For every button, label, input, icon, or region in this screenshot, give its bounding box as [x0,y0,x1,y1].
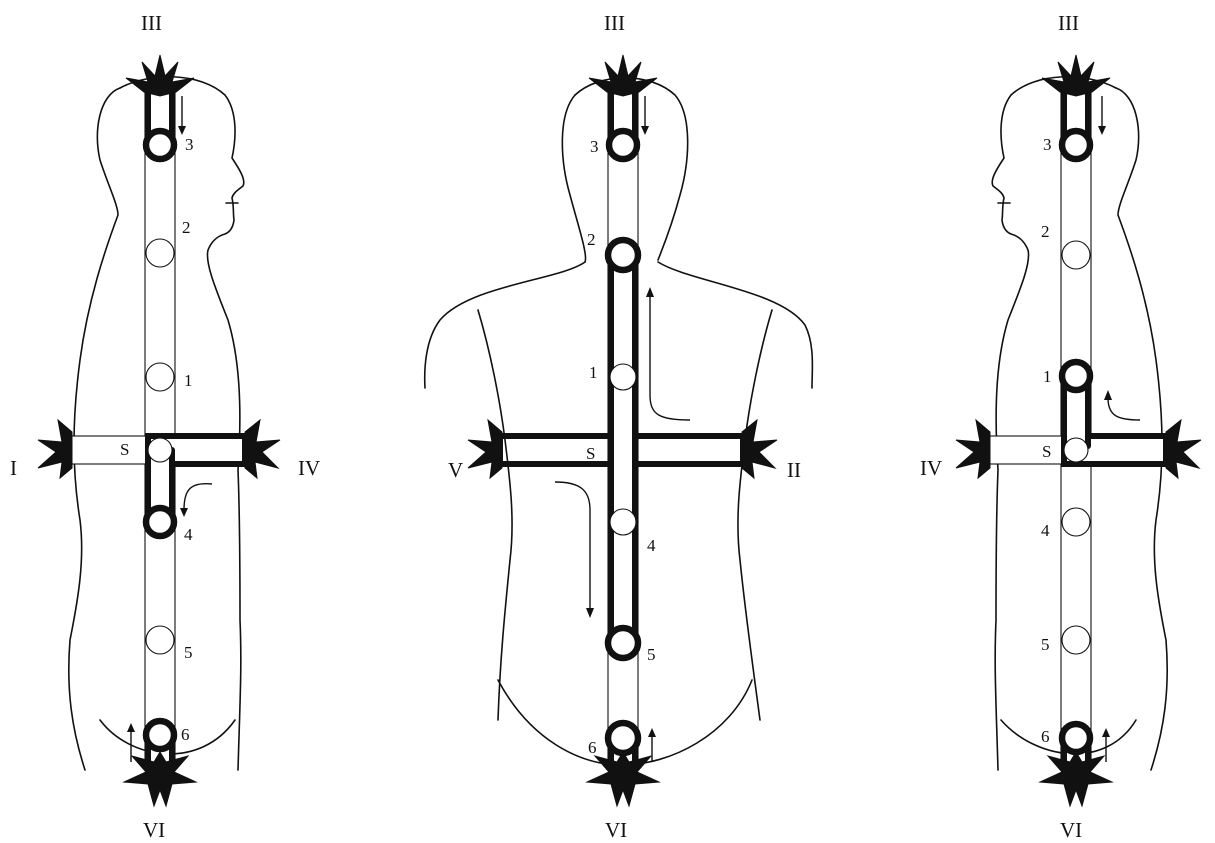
num-5-left: 5 [184,643,193,662]
arrowhead-up-bottom-right [1102,728,1110,737]
star-bottom-right [1040,752,1112,806]
star-side-right [245,420,280,478]
label-bottom-left: VI [143,818,165,842]
node-s-left [148,438,172,462]
num-3-right: 3 [1043,135,1052,154]
figure-middle: III VI V II S 3 2 1 4 5 6 [425,11,813,842]
node-5-left [146,626,174,654]
star-side-right-right [1166,420,1201,478]
node-3-middle [609,131,637,159]
num-5-middle: 5 [647,645,656,664]
arrowhead-up-bottom-middle [648,728,656,737]
shoulders-middle-right [658,262,812,388]
label-bottom-middle: VI [605,818,627,842]
star-top-left [126,55,194,96]
star-side-right-middle [742,420,777,478]
segment-main-middle [611,255,635,640]
figure-left: III VI I IV S 3 2 1 4 5 6 [10,11,320,842]
label-bottom-right: VI [1060,818,1082,842]
torso-right-middle [738,310,772,720]
star-side-left [38,420,72,478]
node-6-middle [608,723,638,753]
channel-vertical-left [145,90,175,770]
arrowhead-down-top-middle [641,126,649,135]
torso-left-middle [478,310,512,720]
num-1-right: 1 [1043,367,1052,386]
node-1-left [146,363,174,391]
body-outline-left [120,77,244,770]
arrowhead-down-top-left [178,126,186,135]
num-4-right: 4 [1041,521,1050,540]
node-5-middle [608,628,638,658]
figure-right: III VI IV S 3 2 1 4 5 6 [920,11,1201,842]
node-4-left [146,508,174,536]
arrowhead-up-bottom-left [127,723,135,732]
label-side-right-left: IV [298,456,320,480]
star-top-right [1042,55,1110,96]
arrow-curve-right [1108,398,1140,420]
shoulders-middle [425,262,585,388]
node-2-right [1062,241,1090,269]
arrow-up-middle [650,295,690,420]
body-outline-right [992,77,1116,770]
label-side-right-middle: II [787,458,801,482]
arrow-curve-left [184,484,212,510]
num-1-left: 1 [184,371,193,390]
node-5-right [1062,626,1090,654]
arrow-down-middle [555,482,590,610]
label-top-left: III [141,11,162,35]
num-2-left: 2 [182,218,191,237]
num-6-right: 6 [1041,727,1050,746]
arrowhead-down-top-right [1098,126,1106,135]
node-s-right [1064,438,1088,462]
arrowhead-curve-left [180,508,188,517]
num-6-middle: 6 [588,738,597,757]
arrowhead-down-middle [586,608,594,618]
node-6-left [146,721,174,749]
num-5-right: 5 [1041,635,1050,654]
head-outline-middle-left [562,95,585,262]
num-2-middle: 2 [587,230,596,249]
label-s-right: S [1042,442,1051,461]
label-side-left: I [10,456,17,480]
num-3-left: 3 [185,135,194,154]
body-outline-left-back [69,88,120,770]
node-3-left [146,131,174,159]
node-2-middle [608,240,638,270]
node-1-middle [610,364,636,390]
label-s-middle: S [586,444,595,463]
num-4-middle: 4 [647,536,656,555]
arrowhead-up-middle [646,287,654,297]
star-bottom-middle [587,752,659,806]
star-top-middle [589,55,657,96]
num-6-left: 6 [181,725,190,744]
node-6-right [1062,724,1090,752]
arrowhead-curve-right [1104,390,1112,400]
body-outline-right-back [1116,88,1167,770]
node-3-right [1062,131,1090,159]
star-side-left-right [956,420,990,478]
label-top-right: III [1058,11,1079,35]
star-bottom-left [124,752,196,806]
node-4-middle [610,509,636,535]
node-2-left [146,239,174,267]
num-2-right: 2 [1041,222,1050,241]
label-top-middle: III [604,11,625,35]
label-side-left-middle: V [448,458,463,482]
num-1-middle: 1 [589,363,598,382]
num-4-left: 4 [184,525,193,544]
node-1-right [1062,362,1090,390]
num-3-middle: 3 [590,137,599,156]
node-4-right [1062,508,1090,536]
label-side-left-right: IV [920,456,942,480]
label-s-left: S [120,440,129,459]
star-side-left-middle [468,420,502,478]
